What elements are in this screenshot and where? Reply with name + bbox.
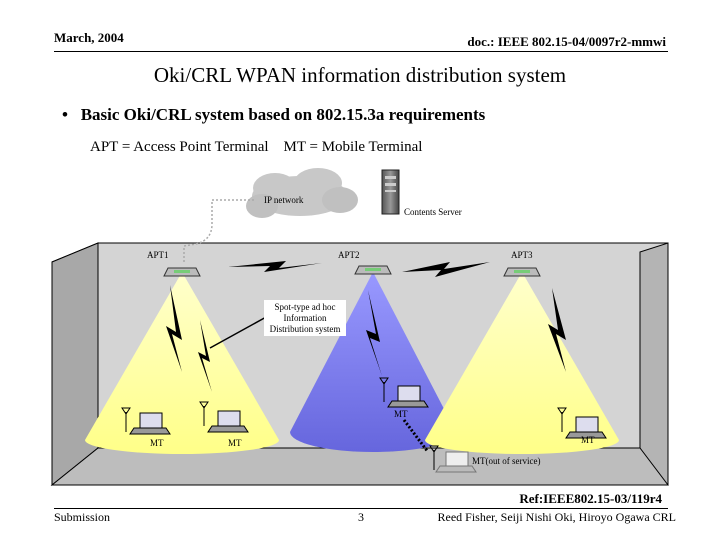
room-left-wall <box>51 242 99 487</box>
network-link <box>183 199 254 264</box>
system-label-line3: Distribution system <box>269 324 341 334</box>
footer-authors: Reed Fisher, Seiji Nishi Oki, Hiroyo Oga… <box>437 510 677 524</box>
apt1-label: APT1 <box>147 250 169 260</box>
apt2-label: APT2 <box>338 250 360 260</box>
bullet-text: Basic Oki/CRL system based on 802.15.3a … <box>80 105 486 124</box>
ip-network-cloud <box>246 168 358 218</box>
laptop-mt-center <box>379 377 429 408</box>
wireless-link-apt2-apt3 <box>402 262 490 277</box>
label-pointer <box>209 315 269 349</box>
coverage-cone-apt1 <box>85 272 279 454</box>
apt1-device <box>163 267 201 277</box>
page-number: 3 <box>358 510 364 524</box>
system-label-line2: Information <box>283 313 327 323</box>
broken-link <box>402 419 430 453</box>
mt-center-label: MT <box>394 409 408 419</box>
slide-title: Oki/CRL WPAN information distribution sy… <box>153 63 567 87</box>
ip-network-label: IP network <box>264 195 304 205</box>
footer-rule <box>54 508 668 509</box>
wireless-link-apt1-apt2 <box>228 261 322 272</box>
mt-left1-label: MT <box>150 438 164 448</box>
wireless-link-apt3-mt <box>548 288 566 372</box>
room-floor <box>50 447 670 486</box>
apt3-label: APT3 <box>511 250 533 260</box>
room-right-wall <box>639 242 669 486</box>
mt-left2-label: MT <box>228 438 242 448</box>
wireless-link-apt1-mt <box>166 285 182 372</box>
laptop-mt-out-of-service <box>402 419 477 473</box>
wireless-link-apt1-mt2 <box>198 320 212 392</box>
header-date: March, 2004 <box>54 30 124 45</box>
system-label: Spot-type ad hoc Information Distributio… <box>264 302 346 335</box>
mt-right-label: MT <box>581 435 595 445</box>
contents-server-label: Contents Server <box>404 207 462 217</box>
laptop-mt-right <box>557 407 607 439</box>
apt3-device <box>503 267 541 277</box>
bullet-item: • Basic Oki/CRL system based on 802.15.3… <box>62 105 485 125</box>
header-rule <box>54 51 668 52</box>
header-doc-id: doc.: IEEE 802.15-04/0097r2-mmwi <box>467 34 666 49</box>
laptop-mt-left2 <box>199 401 249 433</box>
mt-out-label: MT(out of service) <box>472 456 541 466</box>
reference: Ref:IEEE802.15-03/119r4 <box>519 491 662 506</box>
laptop-mt-left1 <box>121 407 171 435</box>
system-label-line1: Spot-type ad hoc <box>274 302 336 312</box>
contents-server <box>381 169 400 215</box>
system-label-box <box>264 300 346 336</box>
definitions-line: APT = Access Point Terminal MT = Mobile … <box>90 139 423 155</box>
wireless-link-apt2-mt <box>366 290 382 376</box>
apt2-device <box>354 265 392 275</box>
coverage-cone-apt3 <box>425 272 619 454</box>
footer-submission: Submission <box>54 510 111 524</box>
bullet-dot: • <box>62 105 81 124</box>
